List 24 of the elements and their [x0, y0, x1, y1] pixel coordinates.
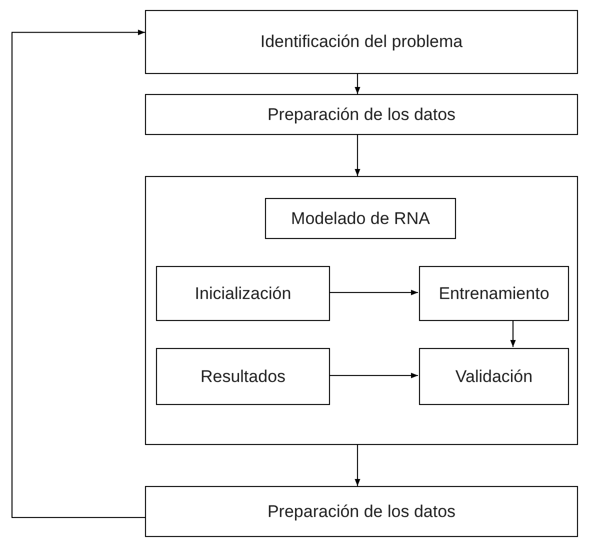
- box-label: Validación: [455, 366, 533, 388]
- box-label: Preparación de los datos: [267, 500, 456, 523]
- arrow: [328, 290, 418, 296]
- arrow: [12, 30, 146, 518]
- arrow: [354, 444, 360, 486]
- process-box: [419, 266, 569, 321]
- process-box: [145, 94, 578, 135]
- process-box: [265, 198, 456, 239]
- box-label: Entrenamiento: [438, 282, 550, 305]
- arrow: [354, 74, 360, 94]
- process-box: [145, 486, 578, 537]
- process-box: [156, 266, 330, 321]
- process-box: [156, 348, 330, 405]
- process-box: [145, 10, 578, 74]
- group-box: [145, 176, 578, 445]
- arrow: [354, 134, 360, 176]
- box-label: Inicialización: [194, 282, 292, 305]
- arrow: [328, 372, 418, 378]
- arrow: [510, 320, 516, 348]
- process-box: [419, 348, 569, 405]
- box-label: Preparación de los datos: [267, 104, 456, 126]
- box-label: Resultados: [200, 366, 286, 388]
- box-label: Modelado de RNA: [291, 208, 430, 230]
- box-label: Identificación del problema: [260, 31, 463, 54]
